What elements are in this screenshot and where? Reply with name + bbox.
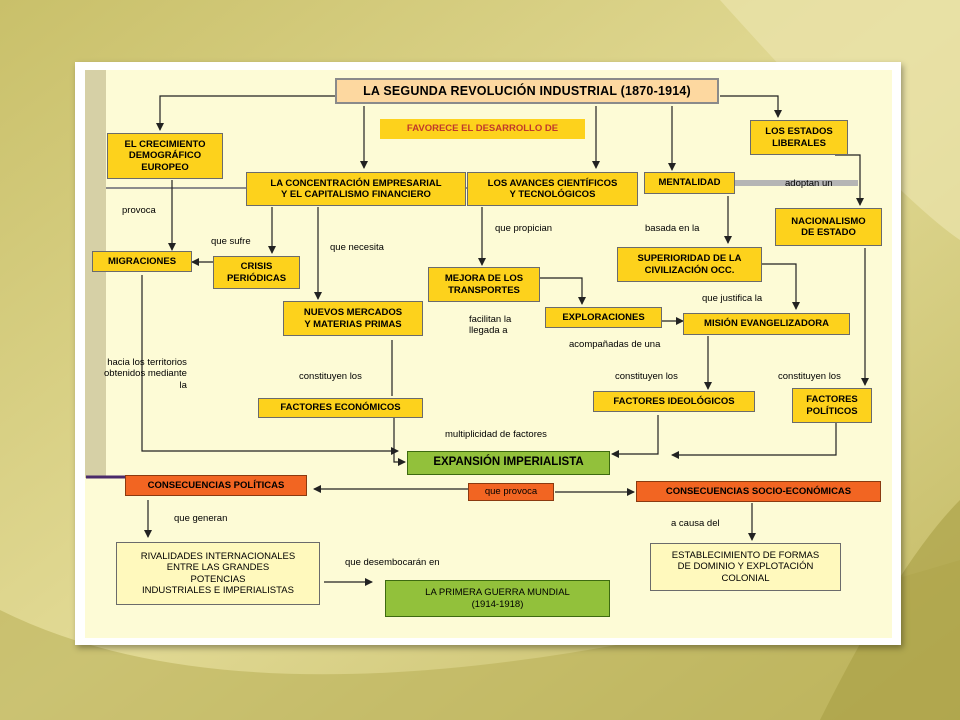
decorative-strip <box>85 70 106 478</box>
box-factores-ideologicos: FACTORES IDEOLÓGICOS <box>593 391 755 412</box>
box-exploraciones: EXPLORACIONES <box>545 307 662 328</box>
label-acompanadas: acompañadas de una <box>569 339 661 350</box>
box-establecimiento-dominio: ESTABLECIMIENTO DE FORMAS DE DOMINIO Y E… <box>650 543 841 591</box>
box-crecimiento-demografico: EL CRECIMIENTO DEMOGRÁFICO EUROPEO <box>107 133 223 179</box>
box-expansion-imperialista: EXPANSIÓN IMPERIALISTA <box>407 451 610 475</box>
box-rivalidades-internacionales: RIVALIDADES INTERNACIONALES ENTRE LAS GR… <box>116 542 320 605</box>
label-que-desembocaran: que desembocarán en <box>345 557 440 568</box>
box-mejora-transportes: MEJORA DE LOS TRANSPORTES <box>428 267 540 302</box>
box-nuevos-mercados: NUEVOS MERCADOS Y MATERIAS PRIMAS <box>283 301 423 336</box>
label-constituyen-los-economicos: constituyen los <box>299 371 362 382</box>
box-primera-guerra-mundial: LA PRIMERA GUERRA MUNDIAL (1914-1918) <box>385 580 610 617</box>
box-factores-politicos: FACTORES POLÍTICOS <box>792 388 872 423</box>
box-crisis-periodicas: CRISIS PERIÓDICAS <box>213 256 300 289</box>
label-que-justifica-la: que justifica la <box>702 293 763 304</box>
label-provoca: provoca <box>122 205 156 216</box>
label-que-necesita: que necesita <box>330 242 384 253</box>
label-que-propician: que propician <box>495 223 553 234</box>
label-que-sufre: que sufre <box>211 236 251 247</box>
label-basada-en-la: basada en la <box>645 223 700 234</box>
box-factores-economicos: FACTORES ECONÓMICOS <box>258 398 423 418</box>
box-mision-evangelizadora: MISIÓN EVANGELIZADORA <box>683 313 850 335</box>
label-que-generan: que generan <box>174 513 228 524</box>
box-nacionalismo-estado: NACIONALISMO DE ESTADO <box>775 208 882 246</box>
box-consecuencias-socioeconomicas: CONSECUENCIAS SOCIO-ECONÓMICAS <box>636 481 881 502</box>
box-superioridad-civilizacion: SUPERIORIDAD DE LA CIVILIZACIÓN OCC. <box>617 247 762 282</box>
diagram-title: LA SEGUNDA REVOLUCIÓN INDUSTRIAL (1870-1… <box>335 78 719 104</box>
label-a-causa-del: a causa del <box>671 518 720 529</box>
box-consecuencias-politicas: CONSECUENCIAS POLÍTICAS <box>125 475 307 496</box>
box-migraciones: MIGRACIONES <box>92 251 192 272</box>
box-estados-liberales: LOS ESTADOS LIBERALES <box>750 120 848 155</box>
box-favorece-desarrollo: FAVORECE EL DESARROLLO DE <box>380 119 585 139</box>
box-que-provoca: que provoca <box>468 483 554 501</box>
label-hacia-territorios: hacia los territorios obtenidos mediante… <box>104 357 187 391</box>
label-facilitan-la-llegada: facilitan la llegada a <box>469 314 512 337</box>
box-concentracion-empresarial: LA CONCENTRACIÓN EMPRESARIAL Y EL CAPITA… <box>246 172 466 206</box>
box-avances-cientificos: LOS AVANCES CIENTÍFICOS Y TECNOLÓGICOS <box>467 172 638 206</box>
label-constituyen-los-ideologicos: constituyen los <box>615 371 678 382</box>
box-mentalidad: MENTALIDAD <box>644 172 735 194</box>
label-adoptan-un: adoptan un <box>785 178 833 189</box>
label-multiplicidad-factores: multiplicidad de factores <box>445 429 547 440</box>
label-constituyen-los-politicos: constituyen los <box>778 371 841 382</box>
